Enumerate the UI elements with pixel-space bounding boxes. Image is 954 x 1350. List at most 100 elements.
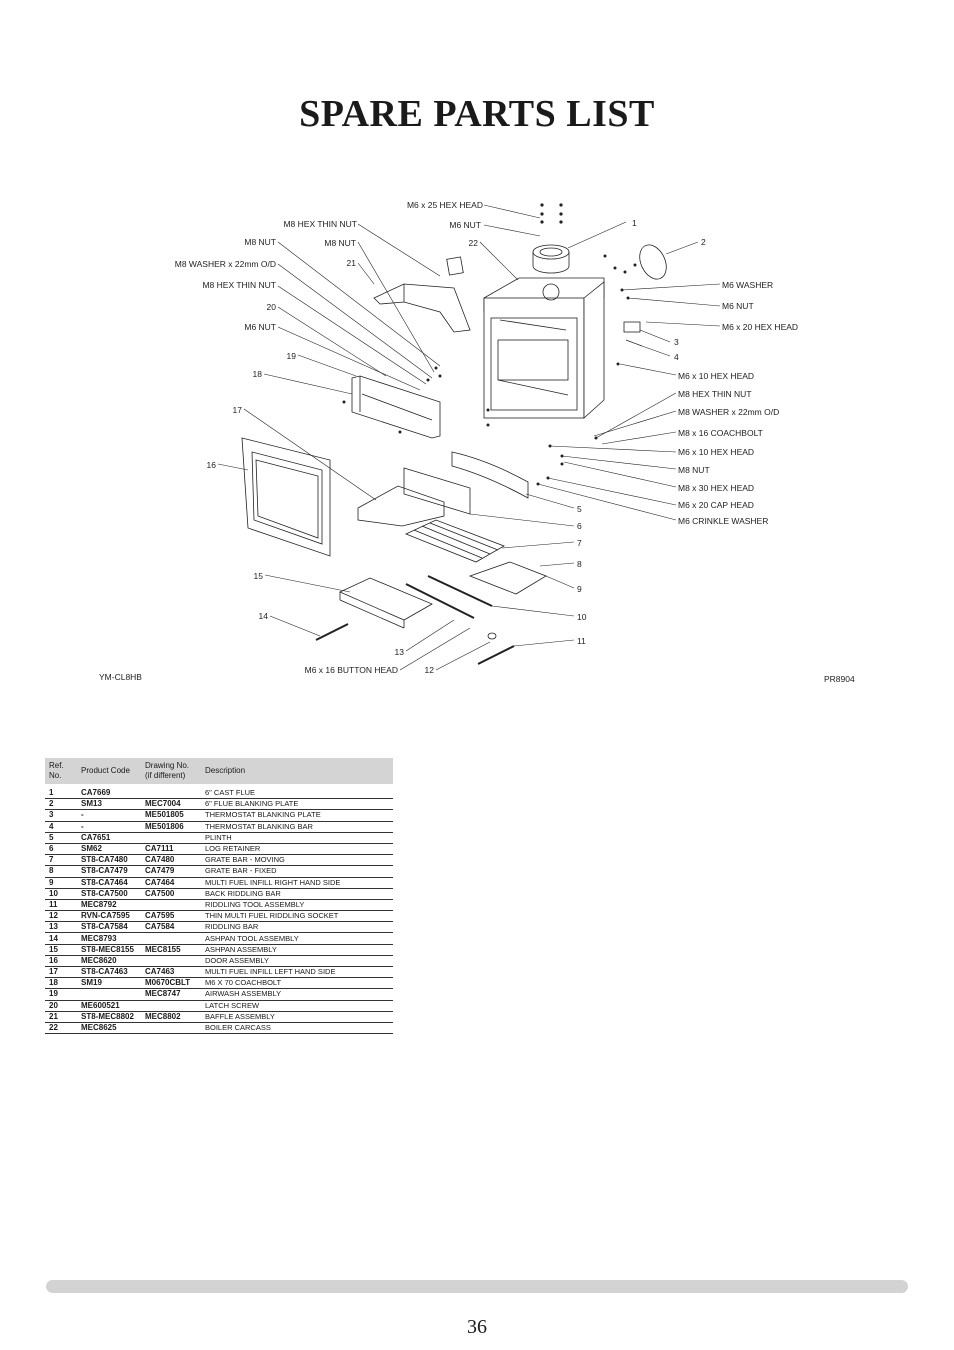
row-ref: 22 (45, 1022, 77, 1035)
row-description: PLINTH (201, 832, 393, 844)
row-ref: 20 (45, 1000, 77, 1012)
row-ref: 19 (45, 988, 77, 1001)
row-drawing-no (141, 784, 201, 800)
callout-m6x10-hex-head-a: M6 x 10 HEX HEAD (678, 371, 754, 381)
row-drawing-no: CA7595 (141, 910, 201, 923)
callout-22: 22 (469, 238, 479, 248)
row-product-code: SM19 (77, 977, 141, 990)
callout-m6x20-hex-head: M6 x 20 HEX HEAD (722, 322, 798, 332)
row-drawing-no: CA7464 (141, 877, 201, 889)
row-drawing-no (141, 899, 201, 912)
callout-10: 10 (577, 612, 587, 622)
riddling-tool (477, 645, 515, 665)
ashpan-tool (315, 623, 349, 641)
callout-m6x20-cap-head: M6 x 20 CAP HEAD (678, 500, 754, 510)
callout-16: 16 (207, 460, 217, 470)
row-ref: 11 (45, 899, 77, 912)
callout-17: 17 (233, 405, 243, 415)
row-drawing-no: MEC8747 (141, 988, 201, 1001)
row-product-code: ME600521 (77, 1000, 141, 1012)
row-description: DOOR ASSEMBLY (201, 955, 393, 968)
callout-m8x30-hex-head: M8 x 30 HEX HEAD (678, 483, 754, 493)
row-drawing-no: CA7479 (141, 865, 201, 878)
model-code: YM-CL8HB (99, 672, 142, 682)
callout-m8-nut-a: M8 NUT (244, 237, 276, 247)
callout-m6-crinkle-washer: M6 CRINKLE WASHER (678, 516, 768, 526)
header-drawing-no: Drawing No. (if different) (141, 758, 201, 784)
row-product-code: MEC8793 (77, 932, 141, 945)
header-ref: Ref. No. (45, 758, 77, 784)
row-description: BAFFLE ASSEMBLY (201, 1011, 393, 1023)
row-product-code: ST8-CA7464 (77, 877, 141, 889)
row-description: MULTI FUEL INFILL RIGHT HAND SIDE (201, 877, 393, 889)
callout-m6x25-hex-head: M6 x 25 HEX HEAD (407, 200, 483, 210)
callout-m6-nut-right: M6 NUT (722, 301, 754, 311)
row-drawing-no (141, 1000, 201, 1012)
row-description: LOG RETAINER (201, 843, 393, 856)
row-ref: 18 (45, 977, 77, 990)
row-ref: 16 (45, 955, 77, 968)
callout-m8-nut-right: M8 NUT (678, 465, 710, 475)
row-description: ASHPAN ASSEMBLY (201, 944, 393, 956)
header-description: Description (201, 758, 393, 784)
row-description: BACK RIDDLING BAR (201, 888, 393, 900)
flue-blanking-plate (639, 244, 667, 280)
callout-m8x16-coachbolt: M8 x 16 COACHBOLT (678, 428, 763, 438)
row-product-code: ST8-CA7480 (77, 854, 141, 867)
row-ref: 2 (45, 798, 77, 811)
callout-15: 15 (254, 571, 264, 581)
row-drawing-no (141, 955, 201, 968)
row-product-code: ST8-MEC8155 (77, 944, 141, 956)
callout-m6x16-button-head: M6 x 16 BUTTON HEAD (305, 665, 398, 675)
callout-12: 12 (425, 665, 435, 675)
callout-m6-nut-top: M6 NUT (449, 220, 481, 230)
callout-19: 19 (287, 351, 297, 361)
callout-1: 1 (632, 218, 637, 228)
cast-flue (532, 244, 570, 274)
row-drawing-no (141, 832, 201, 844)
row-description: M6 X 70 COACHBOLT (201, 977, 393, 990)
row-drawing-no: M0670CBLT (141, 977, 201, 990)
row-product-code: CA7669 (77, 784, 141, 800)
row-description: BOILER CARCASS (201, 1022, 393, 1035)
row-description: GRATE BAR - FIXED (201, 865, 393, 878)
ashpan-assembly (339, 577, 433, 629)
row-drawing-no (141, 1022, 201, 1035)
row-ref: 21 (45, 1011, 77, 1023)
row-description: RIDDLING BAR (201, 921, 393, 934)
row-ref: 1 (45, 784, 77, 800)
row-product-code: - (77, 809, 141, 822)
row-product-code: ST8-MEC8802 (77, 1011, 141, 1023)
row-description: 6" FLUE BLANKING PLATE (201, 798, 393, 811)
row-ref: 8 (45, 865, 77, 878)
callout-13: 13 (395, 647, 405, 657)
page-number: 36 (467, 1316, 487, 1338)
row-description: ASHPAN TOOL ASSEMBLY (201, 932, 393, 945)
row-ref: 10 (45, 888, 77, 900)
row-drawing-no: MEC8155 (141, 944, 201, 956)
row-product-code: MEC8792 (77, 899, 141, 912)
callout-m6x10-hex-head-b: M6 x 10 HEX HEAD (678, 447, 754, 457)
table-header-row: Ref. No. Product Code Drawing No. (if di… (45, 758, 393, 784)
row-ref: 5 (45, 832, 77, 844)
row-product-code: ST8-CA7584 (77, 921, 141, 934)
callout-m6-washer: M6 WASHER (722, 280, 773, 290)
row-description: AIRWASH ASSEMBLY (201, 988, 393, 1001)
callout-18: 18 (253, 369, 263, 379)
row-ref: 14 (45, 932, 77, 945)
row-drawing-no: CA7463 (141, 966, 201, 979)
